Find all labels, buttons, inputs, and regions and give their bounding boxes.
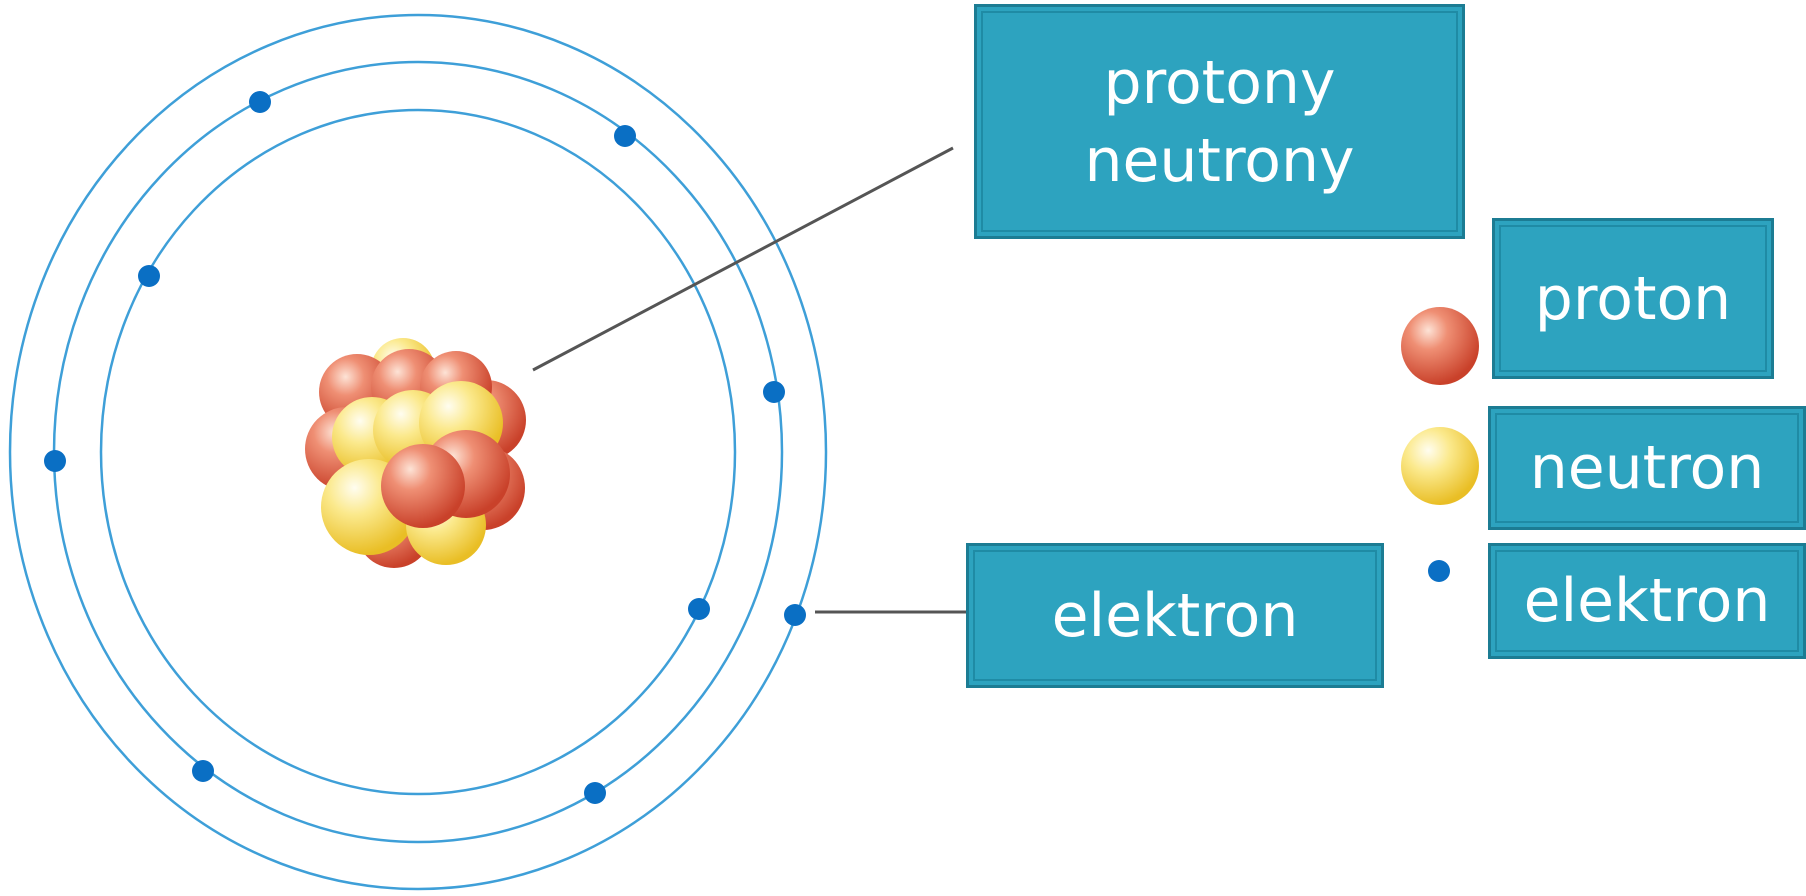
electron-dot bbox=[44, 450, 66, 472]
orbits bbox=[8, 13, 828, 891]
electron-dot bbox=[584, 782, 606, 804]
nucleus-label-box: protony neutrony bbox=[974, 4, 1465, 239]
legend-proton-icon bbox=[1401, 307, 1479, 385]
electron-dot bbox=[688, 598, 710, 620]
legend-electron-label: elektron bbox=[1523, 566, 1771, 636]
electron-dot bbox=[192, 760, 214, 782]
electron-dot bbox=[138, 265, 160, 287]
nucleus-label: protony neutrony bbox=[1084, 44, 1354, 200]
electron-dot bbox=[614, 125, 636, 147]
proton-sphere bbox=[381, 444, 465, 528]
nucleus-label-neutrons: neutrony bbox=[1084, 125, 1355, 196]
electron-label-box: elektron bbox=[966, 543, 1384, 688]
legend-proton-label: proton bbox=[1534, 263, 1732, 334]
electron-dot bbox=[763, 381, 785, 403]
legend-neutron-label: neutron bbox=[1529, 433, 1765, 503]
nucleus-label-protons: protony bbox=[1103, 47, 1336, 118]
electron-dot bbox=[249, 91, 271, 113]
legend-neutron-box: neutron bbox=[1488, 406, 1806, 530]
legend-proton-box: proton bbox=[1492, 218, 1774, 379]
nucleus bbox=[305, 338, 526, 568]
legend-electron-box: elektron bbox=[1488, 543, 1806, 659]
legend-neutron-icon bbox=[1401, 427, 1479, 505]
orbit-outer bbox=[8, 13, 828, 891]
nucleus-leader-line bbox=[532, 146, 954, 372]
orbit-inner bbox=[99, 108, 737, 796]
electrons bbox=[44, 91, 806, 804]
legend-electron-icon bbox=[1428, 560, 1450, 582]
electron-dot bbox=[784, 604, 806, 626]
electron-label: elektron bbox=[1051, 580, 1299, 651]
